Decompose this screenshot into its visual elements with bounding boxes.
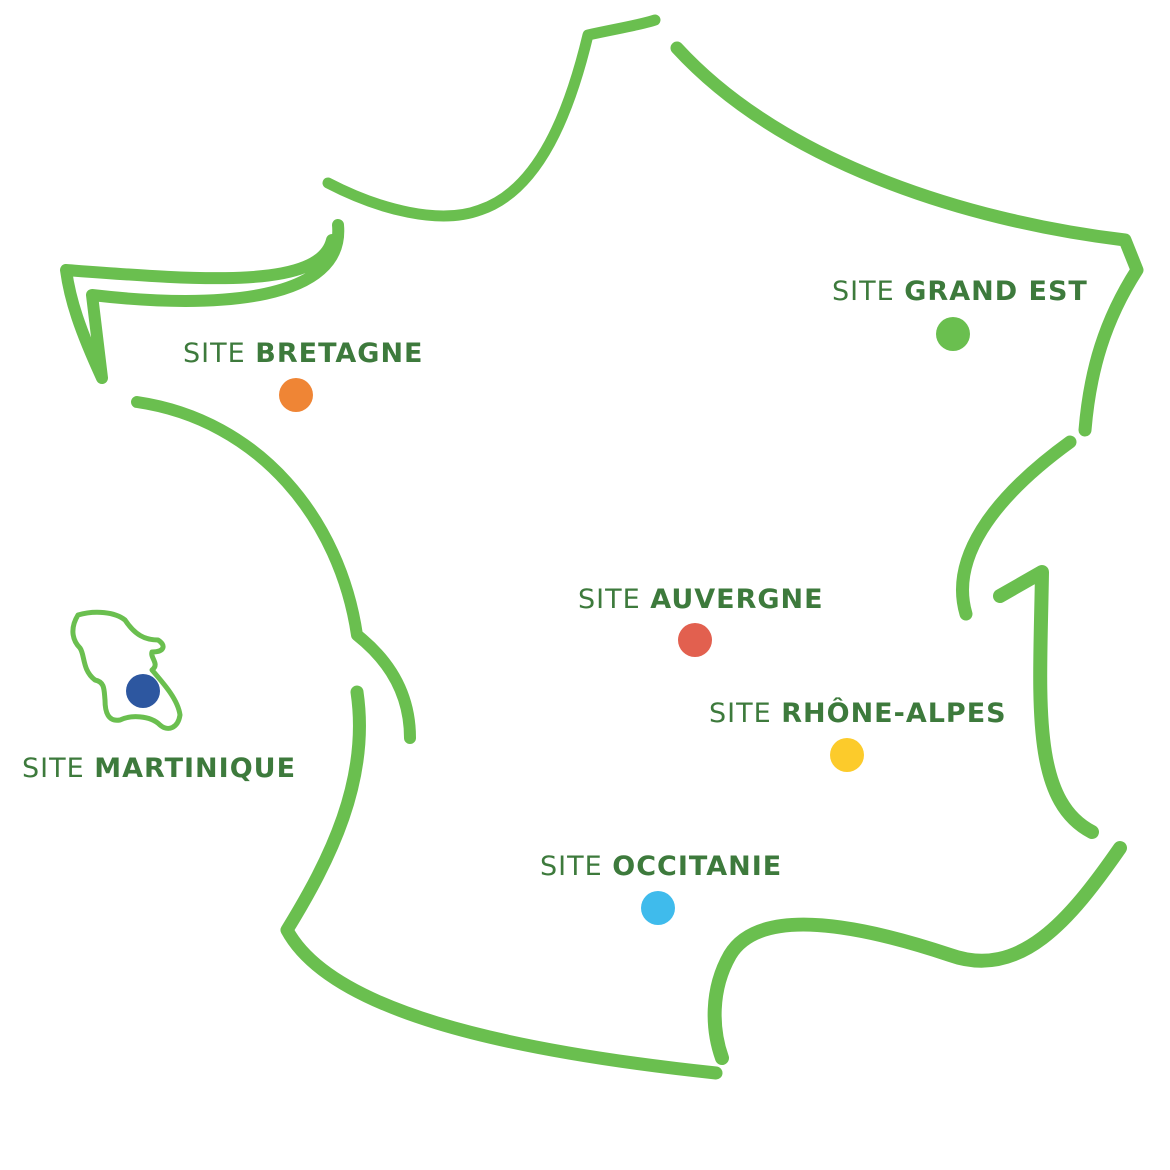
site-label-martinique: SITE MARTINIQUE	[22, 753, 297, 784]
outline-southeast	[707, 841, 1127, 1065]
site-marker-bretagne[interactable]	[279, 378, 313, 412]
site-marker-occitanie[interactable]	[641, 891, 675, 925]
outline-southwest	[280, 685, 723, 1080]
outline-brittany-north	[60, 219, 345, 384]
site-label-occitanie: SITE OCCITANIE	[540, 851, 783, 882]
site-label-bretagne: SITE BRETAGNE	[183, 338, 424, 369]
site-marker-martinique[interactable]	[126, 674, 160, 708]
outline-north	[322, 14, 661, 222]
outline-alps	[993, 565, 1099, 839]
outline-northeast	[670, 41, 1144, 437]
site-marker-grand-est[interactable]	[936, 317, 970, 351]
site-label-rhone-alpes: SITE RHÔNE-ALPES	[709, 698, 1007, 729]
site-label-auvergne: SITE AUVERGNE	[578, 584, 824, 615]
site-label-grand-est: SITE GRAND EST	[832, 276, 1088, 307]
outline-alsace	[956, 435, 1077, 621]
site-marker-rhone-alpes[interactable]	[830, 738, 864, 772]
martinique-outline	[70, 609, 183, 731]
site-marker-auvergne[interactable]	[678, 623, 712, 657]
outline-west	[131, 396, 416, 744]
